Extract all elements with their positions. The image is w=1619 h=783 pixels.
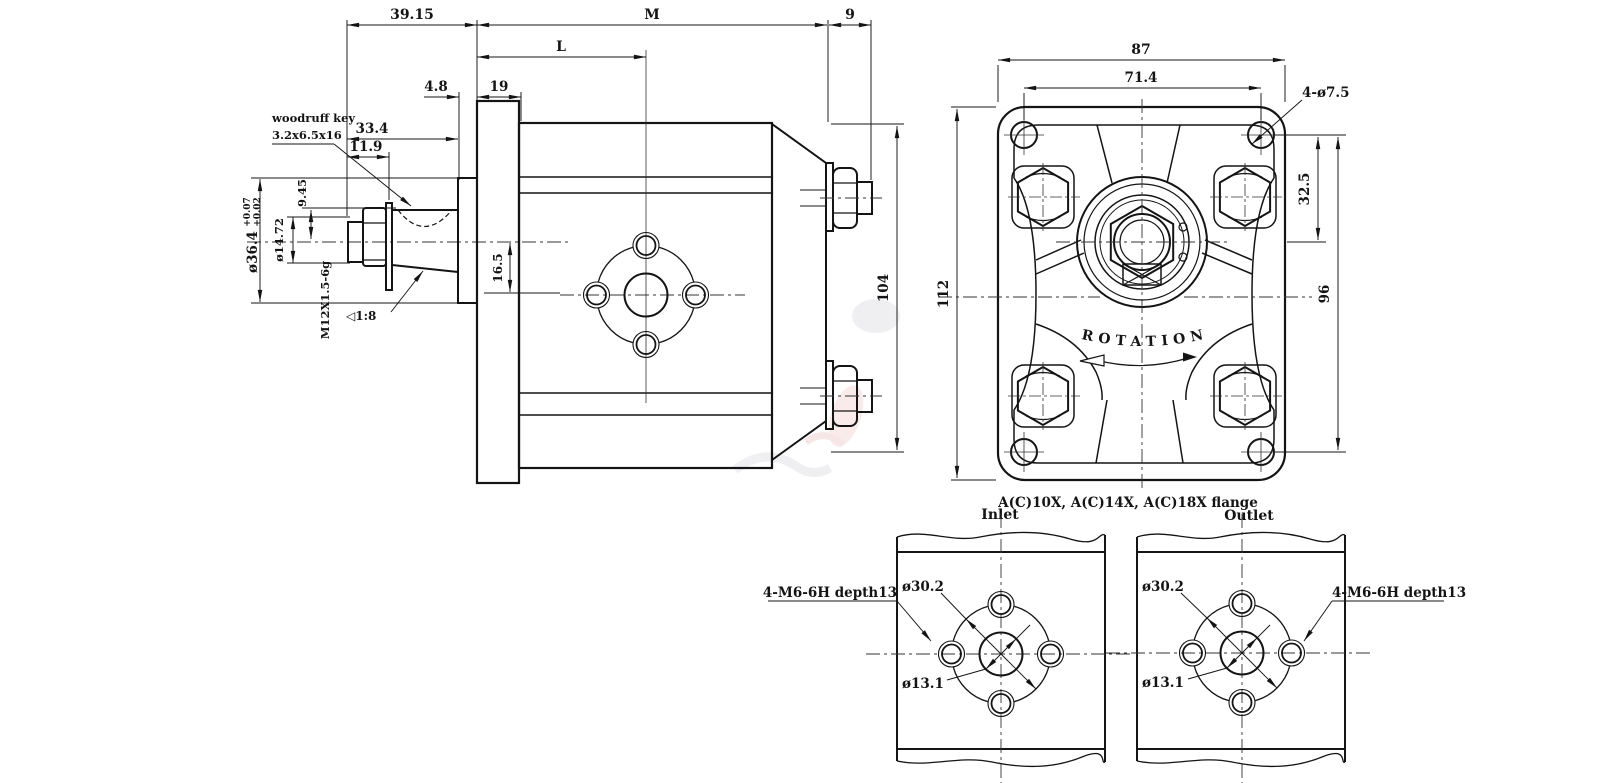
inlet-annotations: ø30.2 ø13.1 4-M6-6H depth13 [763,579,1037,692]
rotation-arrow-icon [1079,352,1197,367]
dim-39-15: 39.15 [390,7,434,23]
front-view-dimensions: 87 71.4 4-ø7.5 32.5 96 112 [936,42,1350,481]
ribs [1035,124,1253,464]
watermark [732,299,900,477]
inlet-port-dia-label: ø13.1 [902,676,944,692]
front-view: ROTATION 87 71.4 4-ø7.5 32.5 96 [936,42,1350,511]
side-view: 39.15 M 9 L 4.8 19 33.4 11.9 9.45 ø14.72… [243,7,904,485]
outlet-annotations: ø30.2 ø13.1 4-M6-6H depth13 [1142,579,1466,691]
dim-96: 96 [1317,285,1333,304]
dim-9-45: 9.45 [295,179,309,207]
flange-outline [996,105,1287,482]
side-view-dimensions: 39.15 M 9 L 4.8 19 33.4 11.9 9.45 ø14.72… [243,7,904,453]
dim-9: 9 [845,7,855,23]
inlet-plate [896,531,1106,768]
dim-4-7-5: 4-ø7.5 [1302,85,1350,101]
outlet-thread-label: 4-M6-6H depth13 [1332,585,1466,601]
outlet-plate [1136,531,1346,768]
woodruff-key-hidden-arc [397,209,453,227]
dim-36-4: ø36.4 +0.07 +0.02 [243,197,263,273]
dim-16-5: 16.5 [491,253,505,282]
side-view-annotations: woodruff key 3.2x6.5x16 ◁1:8 M12X1.5-6g [271,111,424,339]
dim-32-5: 32.5 [1297,173,1313,206]
dim-104: 104 [876,274,892,302]
dim-11-9: 11.9 [350,139,383,155]
dim-19: 19 [490,79,509,95]
svg-text:ø36.4: ø36.4 [245,231,261,273]
inlet-bolt-circle-label: ø30.2 [902,579,944,595]
svg-text:+0.02: +0.02 [253,197,263,226]
woodruff-key-label-1: woodruff key [271,111,355,125]
cover-hex-bolts [1008,163,1282,430]
flange-note: A(C)10X, A(C)14X, A(C)18X flange [997,495,1258,511]
rear-bolt-top [800,162,882,232]
outlet-bolt-circle-label: ø30.2 [1142,579,1184,595]
rear-cover [771,123,827,461]
dim-M: M [644,7,660,23]
pump-body [517,121,774,470]
woodruff-key-label-2: 3.2x6.5x16 [272,128,342,142]
inlet-view: Inlet ø30. [763,507,1132,783]
outlet-view: Outlet ø30 [1106,508,1466,783]
inlet-title: Inlet [981,507,1019,523]
dim-L: L [556,39,566,55]
side-port-pattern [560,50,745,403]
svg-text:+0.07: +0.07 [243,197,253,226]
outlet-title: Outlet [1224,508,1274,524]
dim-4-8: 4.8 [424,79,448,95]
shaft-assembly [347,177,478,304]
dim-71-4: 71.4 [1125,70,1158,86]
casting-contour [1013,124,1275,464]
dim-112: 112 [936,280,952,308]
thread-label: M12X1.5-6g [318,261,332,339]
rear-bolt-bottom [800,360,882,430]
outlet-port-dia-label: ø13.1 [1142,675,1184,691]
taper-label: ◁1:8 [345,309,376,323]
body-section-lines [519,176,772,416]
dim-14-72: ø14.72 [272,218,286,262]
dim-87: 87 [1131,42,1150,58]
inlet-thread-label: 4-M6-6H depth13 [763,585,897,601]
dim-33-4: 33.4 [356,121,389,137]
